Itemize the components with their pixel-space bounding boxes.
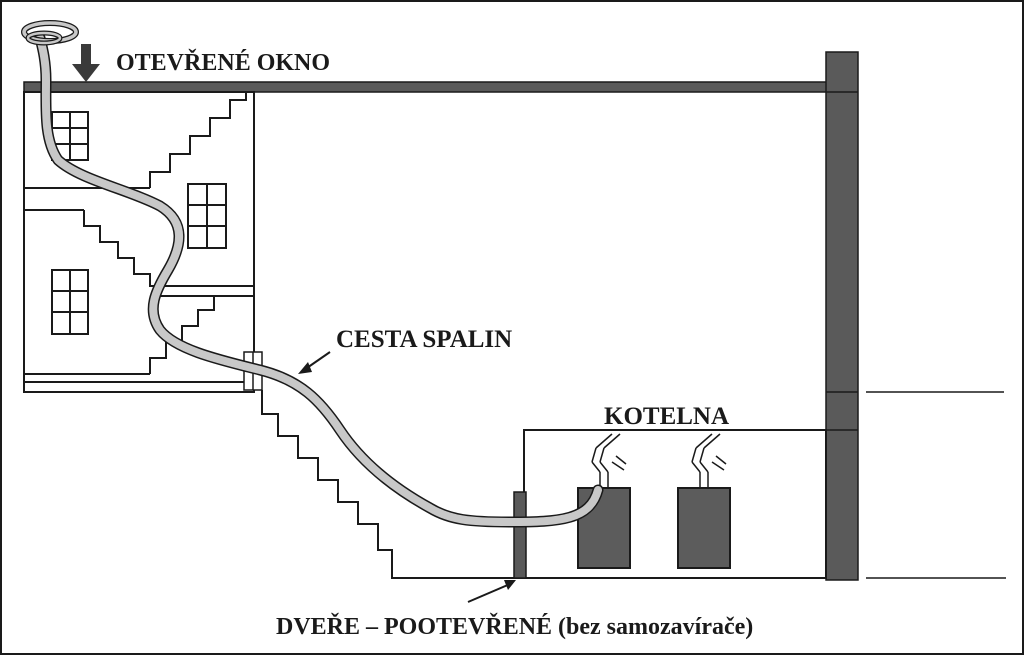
label-flue-gas-path: CESTA SPALIN	[336, 326, 512, 353]
roof-slab	[23, 81, 831, 93]
flue-gas-path	[34, 32, 604, 528]
flue-connector	[691, 433, 727, 488]
staircase-building	[23, 91, 255, 393]
boiler-room-door	[513, 491, 527, 579]
flue-connector	[591, 433, 627, 488]
boiler	[577, 487, 631, 569]
label-door-note: DVEŘE – POOTEVŘENÉ (bez samozavírače)	[276, 613, 753, 640]
pointer-arrow-icon	[298, 351, 331, 374]
arrow-down-icon	[72, 44, 100, 82]
label-open-window: OTEVŘENÉ OKNO	[116, 49, 330, 76]
label-boiler-room: KOTELNA	[604, 403, 729, 430]
basement-stairs	[261, 390, 826, 579]
boiler-room	[523, 429, 827, 579]
window	[51, 269, 89, 335]
window	[187, 183, 227, 249]
right-wall	[825, 51, 859, 581]
flue-gas-path-fill	[36, 34, 602, 527]
boiler	[677, 487, 731, 569]
pointer-arrow-icon	[467, 580, 516, 603]
swirl-icon	[21, 20, 79, 46]
